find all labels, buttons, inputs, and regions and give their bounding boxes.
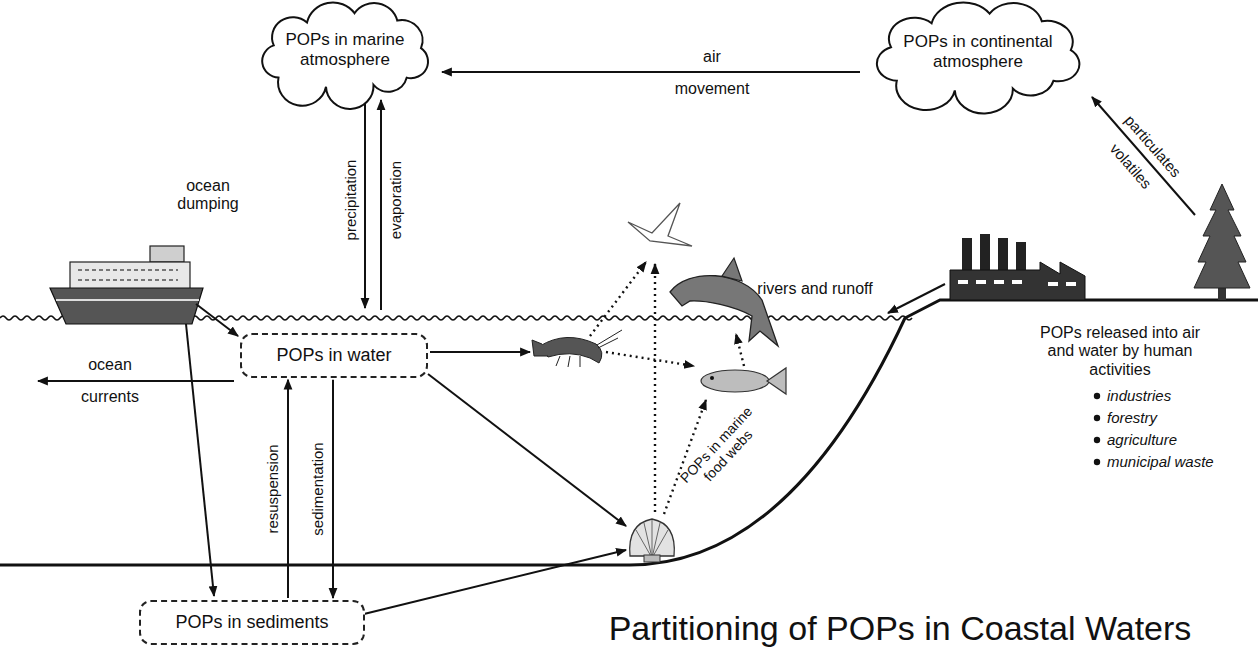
fish-body [701,370,769,392]
chimney [962,238,972,274]
evaporation-arrow [380,100,382,310]
node-label: POPs in sediments [175,612,329,633]
shrimp-body [540,337,602,363]
process-label: evaporation [387,161,404,239]
tree-crown [1194,184,1250,288]
tree-icon [1194,184,1250,300]
node-label: POPs in water [276,345,392,366]
source-item: industries [1107,387,1171,404]
gull-body [628,203,692,246]
bullet [1094,393,1100,399]
dolphin-icon [670,258,778,346]
transfer-arrow [442,71,860,73]
scallop-ribs [636,520,668,558]
source-item: agriculture [1107,431,1177,448]
ship-windows [78,270,178,280]
dumping-arrow [186,324,214,596]
bullet [1094,437,1100,443]
chimney [998,238,1008,274]
factory-icon [950,234,1085,300]
process-label: ocean dumping [168,177,248,214]
edge-label: resuspension [264,444,281,533]
precipitation-arrow [364,100,366,308]
dolphin-fin [722,258,742,281]
node-label: POPs in continental atmosphere [898,32,1058,71]
scallop-hinge [644,555,660,562]
uptake-arrow [428,374,626,526]
factory-windows [958,282,1076,284]
food-web-arrow [736,334,744,366]
flow-arrows [38,97,1195,614]
node-label: POPs in marine atmosphere [280,30,410,69]
food-web-arrow [654,264,656,512]
sea-floor-line [0,300,1258,565]
runoff-arrow [888,284,945,313]
emission-arrow [1092,97,1195,215]
ship-deck [70,262,190,290]
process-label: ocean [88,356,132,374]
shrimp-tail [532,340,548,356]
dumping-arrow [196,304,238,336]
chimney [980,234,990,274]
fish-icon [701,368,786,394]
bullet-dots [1094,393,1100,465]
bullet [1094,415,1100,421]
compartment-box: POPs in sediments [139,600,365,645]
atmosphere-cloud: POPs in continental atmosphere [862,4,1094,100]
source-item: municipal waste [1107,453,1214,470]
compartment-box: POPs in water [240,333,428,378]
transfer-arrow [332,380,334,598]
uptake-arrow [430,351,530,353]
bullet [1094,459,1100,465]
ship-icon [50,246,203,324]
scallop-icon [630,519,675,562]
process-label: air [703,48,721,66]
transfer-arrow [287,380,289,598]
gull-icon [628,203,692,246]
food-web-arrow [606,352,694,366]
factory-building [950,262,1085,300]
edge-label: sedimentation [309,442,326,535]
diagram-title: Partitioning of POPs in Coastal Waters [609,609,1192,648]
chimney [1016,242,1026,274]
atmosphere-cloud: POPs in marine atmosphere [250,4,440,96]
process-label: movement [675,80,750,98]
cloud-shape [877,2,1079,113]
process-label: POPs released into air and water by huma… [1033,324,1208,379]
shrimp-icon [532,330,622,367]
fish-tail [767,368,786,394]
ship-stripe [56,299,199,301]
process-label: precipitation [342,160,359,241]
source-item: forestry [1107,409,1157,426]
shrimp-legs [556,330,622,367]
food-web-arrow [590,262,646,336]
process-label: rivers and runoff [757,280,872,298]
process-label: POPs in marine food webs [674,401,769,500]
currents-arrow [38,380,234,382]
fish-eye [710,376,714,380]
ship-bridge [150,246,184,262]
uptake-arrow [364,550,626,614]
ship-hull [50,288,203,324]
cloud-shape [262,2,428,108]
process-label: currents [81,388,139,406]
